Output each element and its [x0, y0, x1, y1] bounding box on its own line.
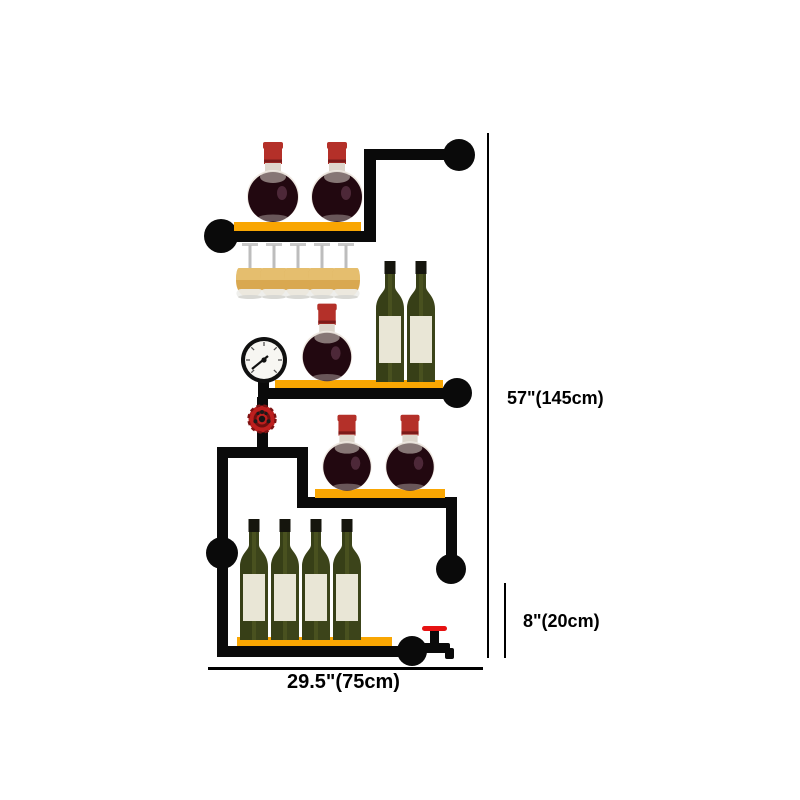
dimension-lines: [208, 133, 506, 670]
wine-decanter: [385, 414, 435, 491]
right-drop-pipe: [297, 447, 308, 508]
pipe-frame: [204, 139, 475, 666]
pipe-flange-top-left: [204, 219, 238, 253]
pipe-flange-shelf2-right: [442, 378, 472, 408]
width-dimension-line: [208, 667, 483, 670]
height-dimension-label: 57"(145cm): [507, 388, 604, 408]
wine-decanter: [322, 414, 372, 491]
pipe-flange-bottom-right: [397, 636, 427, 666]
shelf-boards: [234, 222, 445, 646]
pressure-gauge: [241, 337, 287, 392]
bottom-height-dimension-label: 8"(20cm): [523, 611, 600, 631]
hanging-wine-glasses: [236, 243, 360, 299]
wine-decanter: [311, 142, 363, 222]
wine-glass: [236, 243, 264, 299]
shelf-board-1: [234, 222, 361, 231]
pipe-flange-left: [206, 537, 238, 569]
shelf3-drop-pipe: [446, 500, 457, 557]
wine-bottle: [333, 519, 361, 640]
wine-bottle: [407, 261, 435, 382]
wine-bottle: [271, 519, 299, 640]
shelf1-pipe: [214, 231, 376, 242]
shelf-board-2: [275, 380, 443, 388]
wine-bottle: [240, 519, 268, 640]
pipe-flange-shelf3-drop: [436, 554, 466, 584]
wine-bottle: [376, 261, 404, 382]
bottom-height-dimension-line: [504, 583, 506, 658]
height-dimension-line: [487, 133, 489, 658]
shelf-board-3: [315, 489, 445, 498]
cross-pipe: [217, 447, 308, 458]
wine-glass: [284, 243, 312, 299]
top-horizontal-pipe: [364, 149, 455, 160]
shelf2-pipe: [258, 388, 449, 399]
wine-glass: [332, 243, 360, 299]
width-dimension-label: 29.5"(75cm): [287, 671, 400, 693]
bottom-pipe: [217, 646, 403, 657]
wine-bottle: [302, 519, 330, 640]
pipe-flange-top-right: [443, 139, 475, 171]
wine-glass: [260, 243, 288, 299]
wine-decanter: [301, 303, 353, 382]
shelf-board-4: [237, 637, 392, 646]
faucet-tap: [422, 626, 454, 659]
shelf3-pipe: [297, 497, 457, 508]
top-riser-pipe: [364, 149, 376, 242]
wine-glass: [308, 243, 336, 299]
wine-decanter: [247, 142, 299, 222]
wine-decanters: [247, 142, 435, 491]
valve-wheel: [247, 404, 277, 434]
faucet-handle: [422, 626, 447, 631]
